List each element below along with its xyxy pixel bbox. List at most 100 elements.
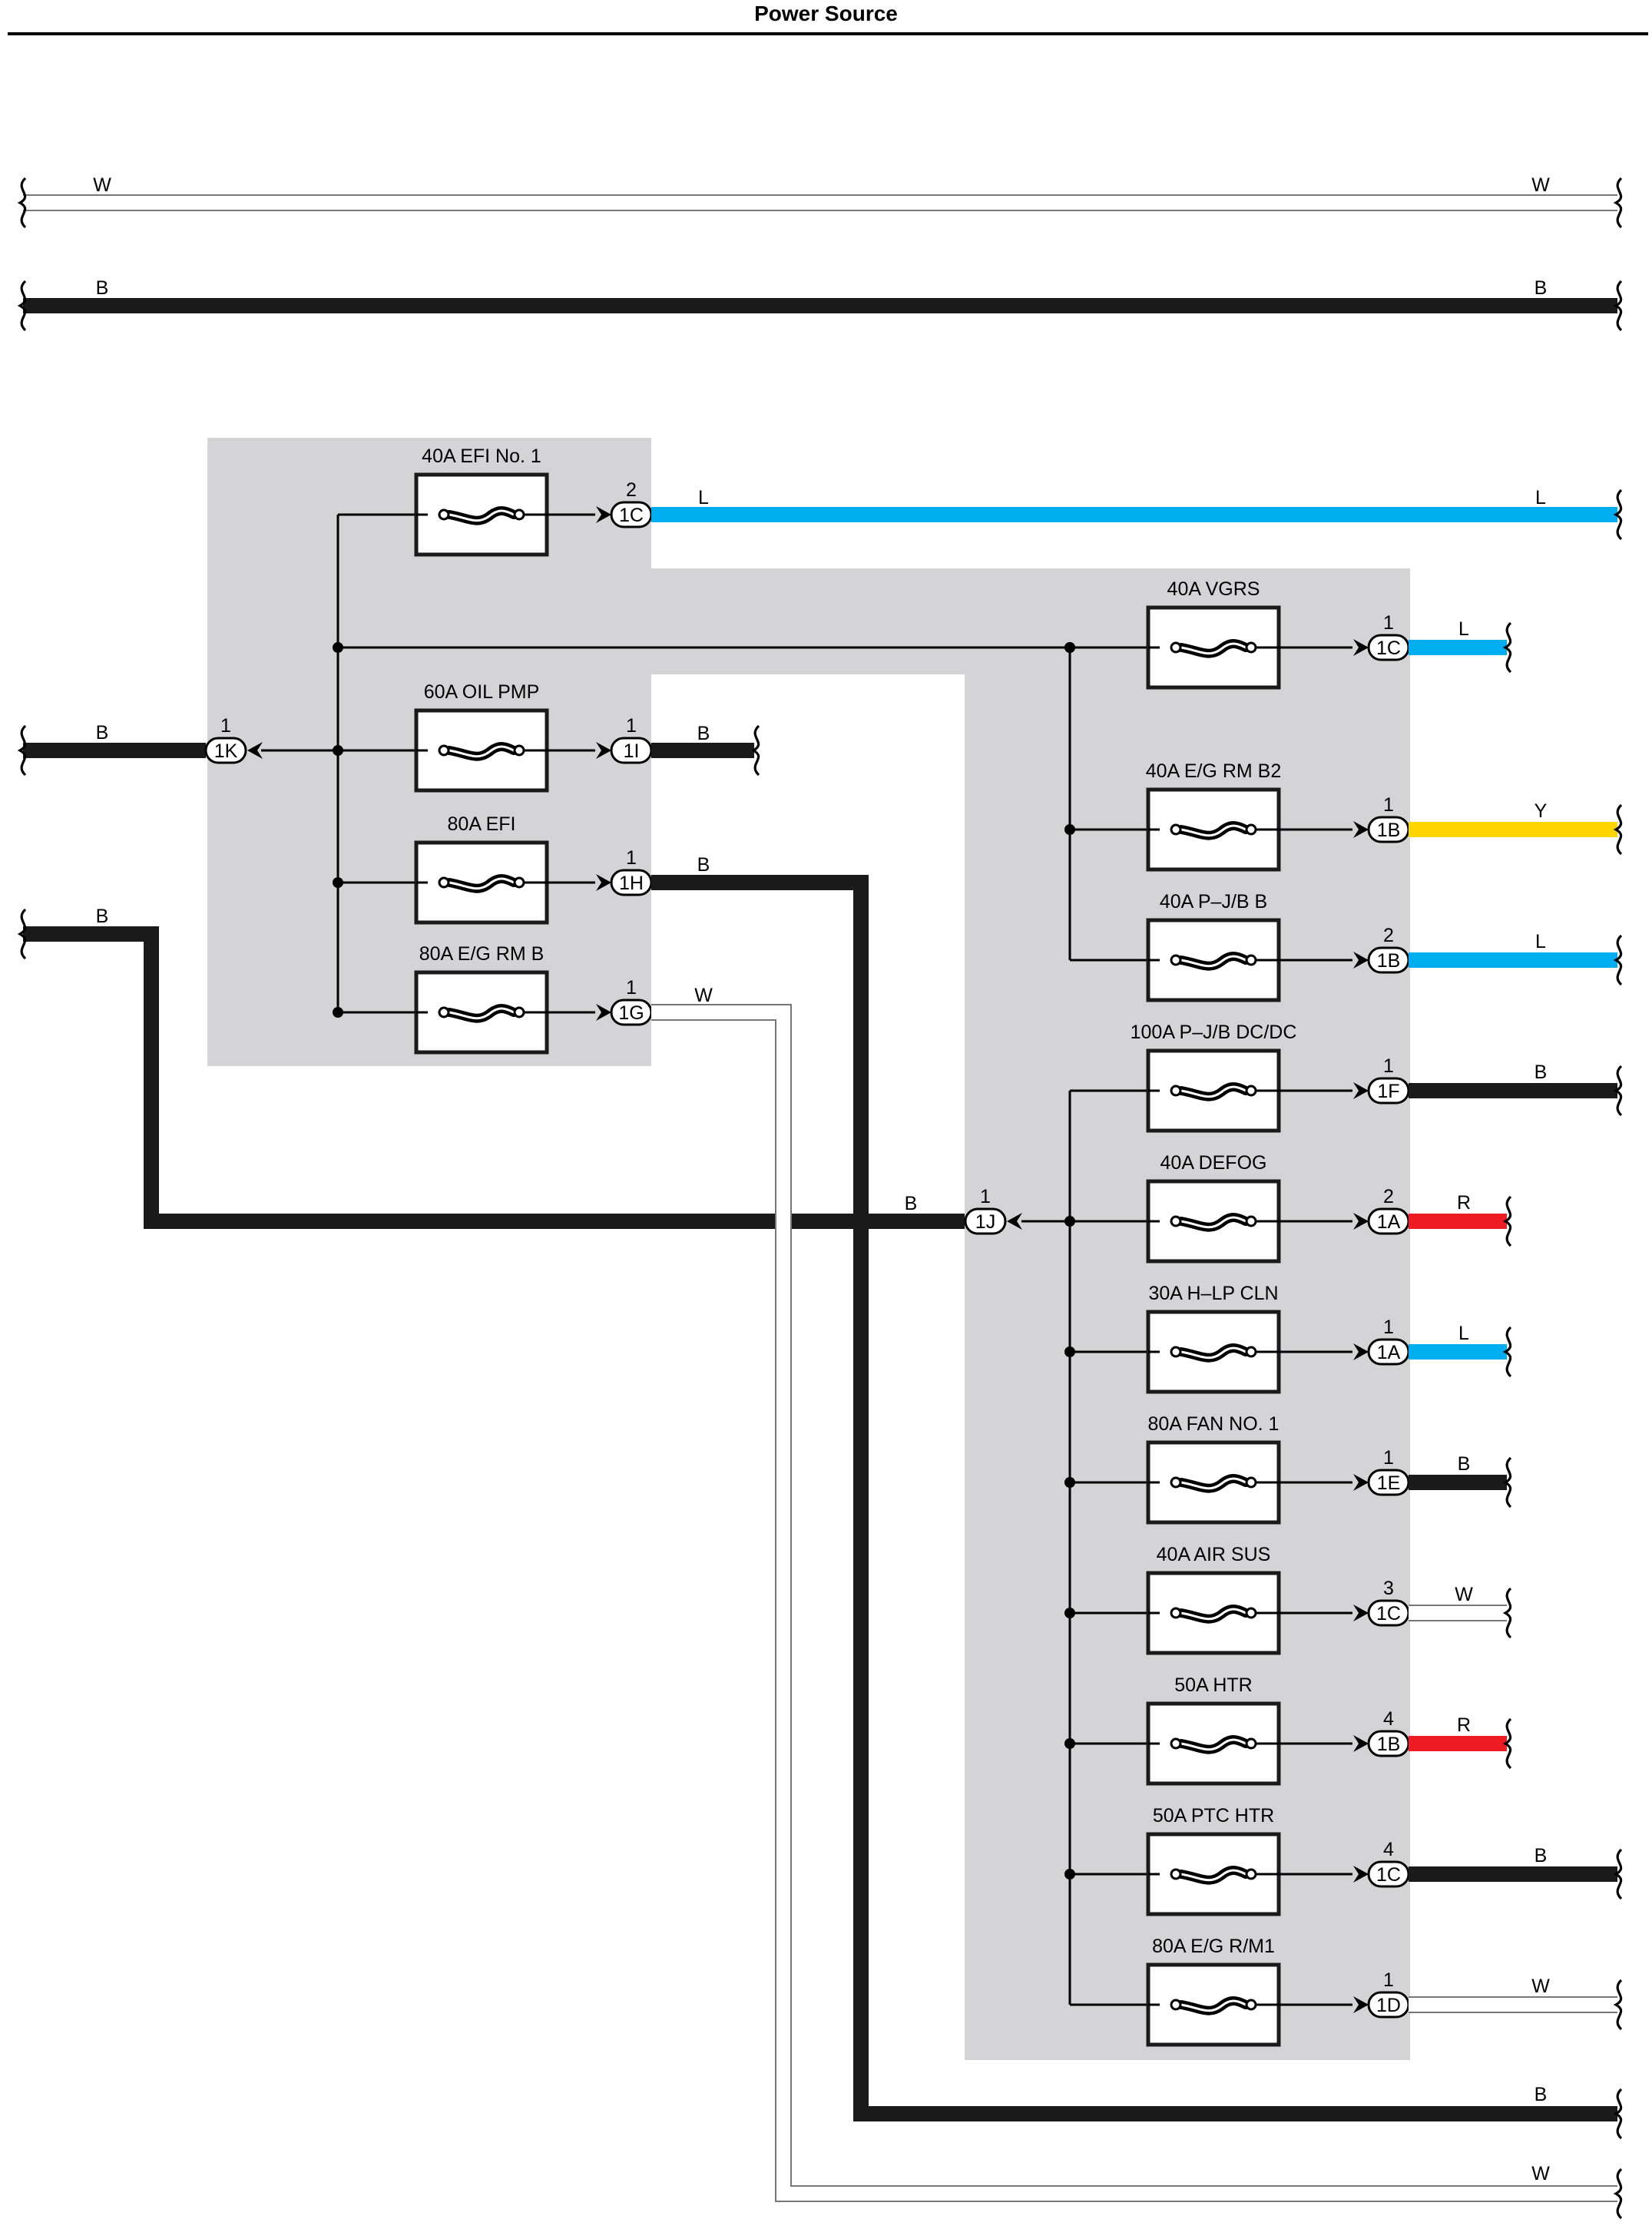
fuse-40a-air-sus-element-hl: [1180, 1608, 1247, 1621]
fuse-40a-p-j-b-b-term-l: [1170, 954, 1182, 966]
fuse-80a-efi-arrow: [596, 874, 611, 891]
fuse-50a-htr-element-hl: [1180, 1738, 1247, 1751]
right-bus-junction-top: [1064, 642, 1075, 653]
connector-1k-label: 1K: [214, 740, 238, 762]
fuse-40a-p-j-b-b-arrow: [1353, 952, 1369, 969]
fuse-40a-defog-arrow: [1353, 1213, 1369, 1230]
fuse-60a-oil-pmp-arrow: [596, 742, 611, 759]
fuse-40a-air-sus-wire-color: W: [1455, 1584, 1473, 1605]
fuse-40a-efi-no-1-term-l: [438, 508, 450, 521]
fuse-30a-h-lp-cln-arrow: [1353, 1343, 1369, 1360]
fuse-60a-oil-pmp-junction: [333, 745, 343, 756]
input-1j-wire: [23, 926, 965, 1229]
fuse-40a-defog-junction: [1064, 1216, 1075, 1227]
top-wire-1-break-left: [17, 177, 27, 229]
fuse-30a-h-lp-cln-label: 30A H–LP CLN: [1148, 1283, 1278, 1304]
fuse-50a-htr-connector-label: 1B: [1377, 1734, 1401, 1755]
fuse-50a-ptc-htr-label: 50A PTC HTR: [1153, 1805, 1274, 1827]
fuse-100a-p-j-b-dc-dc-term-l: [1170, 1085, 1182, 1097]
fuse-50a-ptc-htr-connector-label: 1C: [1376, 1864, 1401, 1886]
fuse-100a-p-j-b-dc-dc-connector-label: 1F: [1377, 1081, 1399, 1102]
fuse-80a-e-g-r-m1-arrow: [1353, 1996, 1369, 2013]
fuse-40a-vgrs-term-l: [1170, 641, 1182, 654]
fuse-40a-air-sus-connector-pin: 3: [1383, 1578, 1394, 1599]
fuse-40a-defog-connector-pin: 2: [1383, 1186, 1394, 1207]
wire-1h-efi: [651, 875, 1617, 2121]
wire-1g-eg-rm-b-fill: [651, 1005, 1617, 2201]
fuse-40a-vgrs-wire-break: [1502, 621, 1512, 674]
fuse-40a-e-g-rm-b2-junction: [1064, 824, 1075, 835]
wire-1g-eg-rm-b-color: W: [694, 985, 713, 1006]
fuse-40a-efi-no-1-label: 40A EFI No. 1: [422, 445, 541, 467]
top-wire-2-color-right: B: [1534, 277, 1548, 299]
fuse-50a-ptc-htr-arrow: [1353, 1866, 1369, 1883]
fuse-80a-efi-term-r: [513, 876, 525, 889]
fuse-80a-efi-term-l: [438, 876, 450, 889]
fuse-40a-air-sus-connector-label: 1C: [1376, 1603, 1401, 1625]
fuse-80a-e-g-r-m1-wire-break: [1613, 1979, 1623, 2031]
fuse-50a-ptc-htr-element-hl: [1180, 1869, 1247, 1882]
fuse-30a-h-lp-cln-element-hl: [1180, 1346, 1247, 1360]
fuse-30a-h-lp-cln-term-l: [1170, 1346, 1182, 1358]
fuse-50a-ptc-htr-wire-break: [1613, 1848, 1623, 1900]
fuse-80a-efi-label: 80A EFI: [448, 813, 516, 835]
fuse-40a-e-g-rm-b2-term-l: [1170, 823, 1182, 836]
fuse-80a-fan-no-1-wire-color: B: [1458, 1453, 1471, 1475]
top-wire-1-color-right: W: [1531, 174, 1550, 196]
wire-1i-oil-pmp-color: B: [697, 723, 710, 744]
fuse-50a-htr-junction: [1064, 1738, 1075, 1749]
fuse-40a-e-g-rm-b2-label: 40A E/G RM B2: [1146, 760, 1281, 782]
wire-1c-efi-no1-color: L: [698, 487, 709, 508]
fuse-80a-e-g-r-m1-label: 80A E/G R/M1: [1152, 1936, 1275, 1957]
fuse-80a-fan-no-1-connector-label: 1E: [1377, 1472, 1401, 1494]
fuse-50a-ptc-htr-junction: [1064, 1869, 1075, 1880]
fuse-80a-e-g-rm-b-term-l: [438, 1006, 450, 1018]
fuse-50a-ptc-htr-term-l: [1170, 1868, 1182, 1880]
fuse-50a-ptc-htr-connector-pin: 4: [1383, 1839, 1394, 1860]
fuse-40a-defog-label: 40A DEFOG: [1160, 1152, 1267, 1174]
fuse-80a-fan-no-1-junction: [1064, 1477, 1075, 1488]
fuse-100a-p-j-b-dc-dc-wire-break: [1613, 1065, 1623, 1117]
fuse-40a-p-j-b-b-term-r: [1245, 954, 1257, 966]
title-rule: [8, 32, 1648, 35]
fuse-40a-p-j-b-b-connector-label: 1B: [1377, 950, 1401, 972]
input-1k-break: [17, 724, 27, 777]
fuse-60a-oil-pmp-term-r: [513, 744, 525, 757]
fuse-80a-e-g-r-m1-connector-pin: 1: [1383, 1969, 1394, 1991]
fuse-50a-htr-arrow: [1353, 1735, 1369, 1752]
fuse-40a-air-sus-label: 40A AIR SUS: [1157, 1544, 1271, 1565]
fuse-40a-e-g-rm-b2-connector-label: 1B: [1377, 820, 1401, 841]
fuse-30a-h-lp-cln-term-r: [1245, 1346, 1257, 1358]
fuse-60a-oil-pmp-label: 60A OIL PMP: [424, 681, 540, 703]
page-title: Power Source: [754, 2, 898, 25]
fuse-80a-fan-no-1-element-hl: [1180, 1477, 1247, 1490]
fuse-40a-defog-connector-label: 1A: [1377, 1211, 1401, 1233]
fuse-40a-efi-no-1-term-r: [513, 508, 525, 521]
wire-1h-efi-color-right: B: [1534, 2084, 1548, 2105]
fuse-40a-e-g-rm-b2-connector-pin: 1: [1383, 794, 1394, 816]
fuse-40a-vgrs-label: 40A VGRS: [1167, 578, 1260, 600]
connector-1j: [964, 1207, 1007, 1235]
fuse-50a-htr-term-l: [1170, 1737, 1182, 1750]
connector-1j-pin: 1: [980, 1186, 991, 1207]
fuse-40a-vgrs-term-r: [1245, 641, 1257, 654]
input-1k-color: B: [96, 722, 109, 744]
fuse-50a-ptc-htr-wire-color: B: [1534, 1845, 1548, 1866]
fuse-100a-p-j-b-dc-dc-arrow: [1353, 1082, 1369, 1099]
fuse-50a-htr-wire-break: [1502, 1717, 1512, 1770]
fuse-40a-vgrs-element-hl: [1180, 642, 1247, 655]
fuse-30a-h-lp-cln-junction: [1064, 1346, 1075, 1357]
fuse-40a-air-sus-arrow: [1353, 1605, 1369, 1621]
fuse-80a-e-g-rm-b-connector-label: 1G: [618, 1002, 644, 1024]
fuse-80a-fan-no-1-wire-break: [1502, 1456, 1512, 1509]
fuse-80a-efi-element-hl: [448, 877, 515, 890]
fuse-40a-e-g-rm-b2-term-r: [1245, 823, 1257, 836]
fuse-80a-efi-connector-pin: 1: [626, 847, 637, 869]
fuse-40a-defog-term-l: [1170, 1215, 1182, 1227]
top-wire-2-break-right: [1613, 280, 1623, 332]
fuse-40a-p-j-b-b-wire-color: L: [1535, 931, 1546, 952]
fuse-80a-fan-no-1-term-l: [1170, 1476, 1182, 1489]
wire-1g-eg-rm-b-break: [1613, 2168, 1623, 2220]
top-wire-1-color-left: W: [93, 174, 111, 196]
